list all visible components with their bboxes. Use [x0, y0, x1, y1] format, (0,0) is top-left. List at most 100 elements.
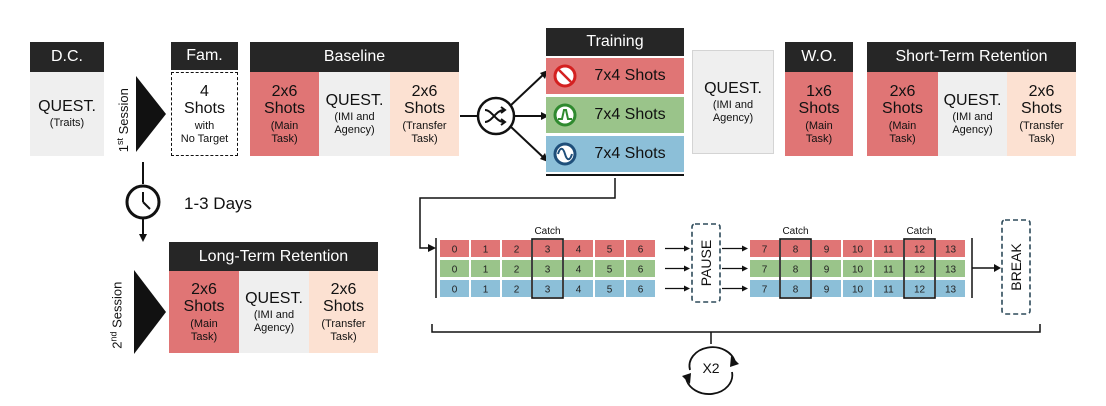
block1-cell [440, 260, 469, 277]
no-entry-icon [553, 64, 577, 88]
block1-cell [440, 240, 469, 257]
block1-cell-label: 5 [607, 245, 613, 256]
block2-cell-label: 7 [762, 265, 768, 276]
block2-cell-label: 10 [852, 285, 864, 296]
dc-box: QUEST. (Traits) [30, 72, 104, 156]
block1-cell-label: 2 [514, 265, 520, 276]
quest-mid-box: QUEST. (IMI and Agency) [692, 50, 774, 154]
baseline-title: Baseline [250, 42, 459, 72]
long-term-main-task: 2x6 Shots (Main Task) [169, 271, 239, 353]
block2-cell-label: 8 [793, 285, 799, 296]
repeat-bracket [431, 324, 1041, 333]
dc-main: QUEST. [38, 97, 96, 115]
block1-cell-label: 4 [576, 265, 582, 276]
block1-cell-label: 0 [452, 285, 458, 296]
block2-cell-label: 8 [793, 245, 799, 256]
block2-cell [874, 260, 903, 277]
block1-cell [626, 260, 655, 277]
block2-cell [905, 280, 934, 297]
block1-cell-label: 6 [638, 265, 644, 276]
block1-cell [502, 280, 531, 297]
block2-cell-label: 11 [883, 265, 894, 276]
connector-arrowhead [428, 244, 436, 252]
block1-cell-label: 5 [607, 285, 613, 296]
block2-cell-label: 13 [945, 245, 957, 256]
block1-cell [626, 280, 655, 297]
block1-cell [595, 260, 624, 277]
block1-cell [595, 240, 624, 257]
session1-arrow [136, 76, 166, 152]
break-box [1001, 219, 1031, 315]
baseline-transfer-task: 2x6 Shots (Transfer Task) [390, 72, 459, 156]
training-row-red: 7x4 Shots [546, 58, 684, 94]
long-term-title: Long-Term Retention [169, 242, 378, 271]
block1-cell [564, 240, 593, 257]
training-row-blue: 7x4 Shots [546, 136, 684, 172]
block2-cell [781, 280, 810, 297]
block1-cell [502, 260, 531, 277]
block2-cell-label: 12 [914, 265, 926, 276]
block1-cell-label: 2 [514, 285, 520, 296]
block2-cell [750, 260, 779, 277]
block2-catch-box [779, 238, 812, 299]
block2-cell [936, 260, 965, 277]
block2-cell [874, 240, 903, 257]
block2-cell-label: 10 [852, 245, 864, 256]
block2-cell-label: 11 [883, 285, 894, 296]
block2-cell [781, 260, 810, 277]
block1-cell [533, 260, 562, 277]
block1-catch-box [531, 238, 564, 299]
block1-catch-label: Catch [534, 226, 560, 237]
block1-cell [533, 280, 562, 297]
block2-cell [812, 260, 841, 277]
break-in-arrowhead [994, 264, 1001, 272]
training-row-green: 7x4 Shots [546, 97, 684, 133]
block2-cell [812, 240, 841, 257]
repeat-cycle-arrowhead [730, 356, 739, 367]
training-title: Training [546, 28, 684, 56]
baseline-main-task: 2x6 Shots (Main Task) [250, 72, 319, 156]
block2-cell [843, 280, 872, 297]
block1-cell [471, 240, 500, 257]
dc-title: D.C. [30, 42, 104, 72]
pause-out-arrowhead [742, 265, 748, 272]
block1-cell-label: 3 [545, 245, 551, 256]
block1-cell [502, 240, 531, 257]
block1-cell [564, 260, 593, 277]
block2-cell [905, 260, 934, 277]
wo-title: W.O. [785, 42, 853, 72]
block1-cell-label: 2 [514, 245, 520, 256]
pause-out-arrowhead [742, 285, 748, 292]
block1-cell-label: 4 [576, 245, 582, 256]
block2-catch-label: Catch [906, 226, 932, 237]
baseline-quest: QUEST. (IMI and Agency) [319, 72, 390, 156]
repeat-cycle-icon [685, 371, 734, 395]
short-term-quest: QUEST. (IMI and Agency) [938, 72, 1007, 156]
short-term-main-task: 2x6 Shots (Main Task) [867, 72, 938, 156]
block2-cell [843, 240, 872, 257]
block1-cell [595, 280, 624, 297]
block2-cell-label: 13 [945, 285, 957, 296]
block1-cell [533, 240, 562, 257]
wo-box: 1x6 Shots (Main Task) [785, 72, 853, 156]
block1-cell-label: 1 [483, 285, 489, 296]
clock-timeline [125, 162, 161, 242]
block2-cell-label: 11 [883, 245, 894, 256]
days-label: 1-3 Days [184, 194, 253, 213]
short-term-title: Short-Term Retention [867, 42, 1076, 72]
block2-cell [750, 240, 779, 257]
block2-cell-label: 9 [824, 285, 830, 296]
block2-cell [781, 240, 810, 257]
block1-cell-label: 0 [452, 265, 458, 276]
training-box: 7x4 Shots 7x4 Shots 7x4 Shots [546, 56, 684, 176]
block2-cell [905, 240, 934, 257]
block2-cell [750, 280, 779, 297]
sine-wave-icon [553, 142, 577, 166]
short-term-transfer-task: 2x6 Shots (Transfer Task) [1007, 72, 1076, 156]
fam-box: 4 Shots with No Target [171, 72, 238, 156]
fam-title: Fam. [171, 42, 238, 70]
block1-cell [626, 240, 655, 257]
session2-arrow [134, 270, 166, 354]
block1-cell [471, 260, 500, 277]
pause-out-arrowhead [742, 245, 748, 252]
